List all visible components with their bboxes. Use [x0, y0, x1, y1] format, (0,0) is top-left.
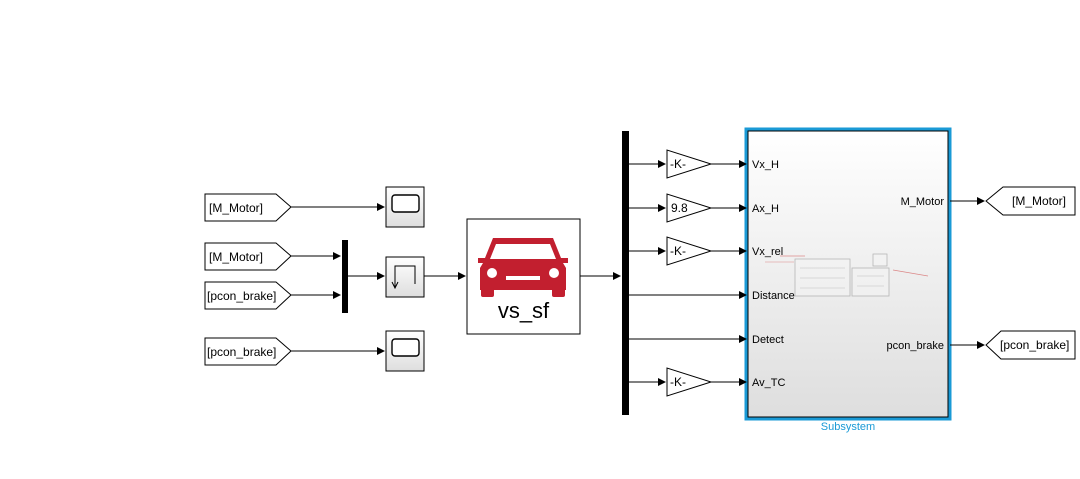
subsystem-port-vx-rel: Vx_rel: [752, 246, 783, 258]
car-icon: [478, 238, 568, 297]
gain-vx-h[interactable]: -K-: [666, 149, 713, 179]
subsystem-port-pcon-brake: pcon_brake: [887, 340, 945, 352]
gain-label: -K-: [670, 375, 686, 389]
xy-graph-block[interactable]: [385, 256, 425, 298]
from-tag-pcon-brake-bottom[interactable]: [pcon_brake]: [204, 337, 292, 366]
scope-icon: [391, 194, 420, 213]
gain-ax-h[interactable]: 9.8: [666, 193, 713, 223]
from-tag-label: [pcon_brake]: [207, 345, 276, 359]
from-tag-m-motor-top[interactable]: [M_Motor]: [204, 193, 292, 222]
from-tag-m-motor-mid[interactable]: [M_Motor]: [204, 242, 292, 271]
scope-icon: [391, 338, 420, 357]
goto-tag-pcon-brake[interactable]: [pcon_brake]: [985, 330, 1076, 360]
from-tag-label: [M_Motor]: [209, 201, 263, 215]
subsystem-port-av-tc: Av_TC: [752, 377, 785, 389]
subsystem-port-vx-h: Vx_H: [752, 159, 779, 171]
goto-tag-label: [M_Motor]: [1012, 194, 1066, 208]
arrow-icon: [391, 281, 399, 290]
gain-av-tc[interactable]: -K-: [666, 367, 713, 397]
from-tag-label: [pcon_brake]: [207, 289, 276, 303]
gain-vx-rel[interactable]: -K-: [666, 236, 713, 266]
subsystem-caption: Subsystem: [821, 421, 875, 433]
from-tag-label: [M_Motor]: [209, 250, 263, 264]
gain-label: 9.8: [671, 201, 688, 215]
scope-bottom[interactable]: [385, 330, 425, 372]
vehicle-sfunction-block[interactable]: vs_sf: [466, 218, 581, 335]
subsystem-port-distance: Distance: [752, 290, 795, 302]
mux-left[interactable]: [342, 240, 348, 313]
goto-tag-label: [pcon_brake]: [1000, 338, 1069, 352]
subsystem-port-m-motor: M_Motor: [901, 196, 945, 208]
goto-tag-m-motor[interactable]: [M_Motor]: [985, 186, 1076, 216]
subsystem-thumbnail: [765, 253, 929, 297]
gain-label: -K-: [670, 244, 686, 258]
from-tag-pcon-brake-mid[interactable]: [pcon_brake]: [204, 281, 292, 310]
vehicle-block-label: vs_sf: [498, 298, 550, 323]
subsystem-port-detect: Detect: [752, 334, 784, 346]
signal-lines: [291, 160, 985, 386]
xy-graph-icon: [394, 265, 416, 288]
subsystem-port-ax-h: Ax_H: [752, 203, 779, 215]
demux-right[interactable]: [622, 131, 629, 415]
gain-label: -K-: [670, 157, 686, 171]
subsystem-block[interactable]: Vx_H Ax_H Vx_rel Distance Detect Av_TC M…: [744, 127, 952, 421]
scope-top[interactable]: [385, 186, 425, 228]
